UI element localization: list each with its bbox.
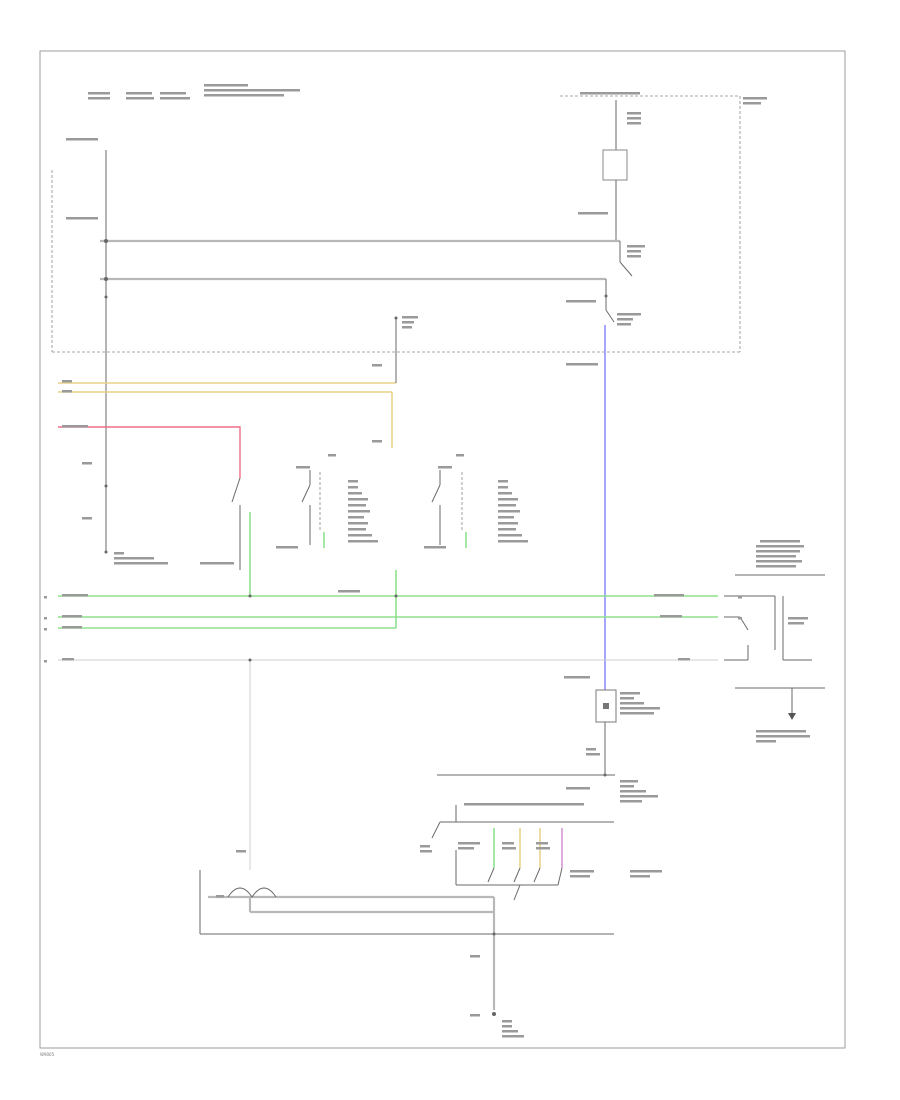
underhood-box — [51, 95, 741, 353]
lower-switch-assembly — [420, 774, 662, 901]
footer-code: W9005 — [40, 1052, 55, 1057]
ground-wire — [44, 658, 718, 870]
switch-module-1 — [276, 454, 378, 549]
right-module — [724, 540, 825, 743]
pink-wire — [58, 425, 241, 570]
green-wires — [44, 512, 718, 631]
blower-module — [564, 676, 660, 777]
bottom-harness — [199, 850, 614, 1038]
diagram-border — [39, 50, 846, 1049]
left-switch-labels — [82, 462, 234, 565]
switch-module-2 — [424, 454, 528, 549]
top-left-labels — [66, 84, 300, 220]
relay-switch-icon — [604, 241, 633, 323]
top-bus-wires — [100, 150, 620, 552]
yellow-wires — [58, 316, 418, 448]
fuse-icon — [602, 100, 628, 240]
top-right-labels — [566, 92, 767, 366]
